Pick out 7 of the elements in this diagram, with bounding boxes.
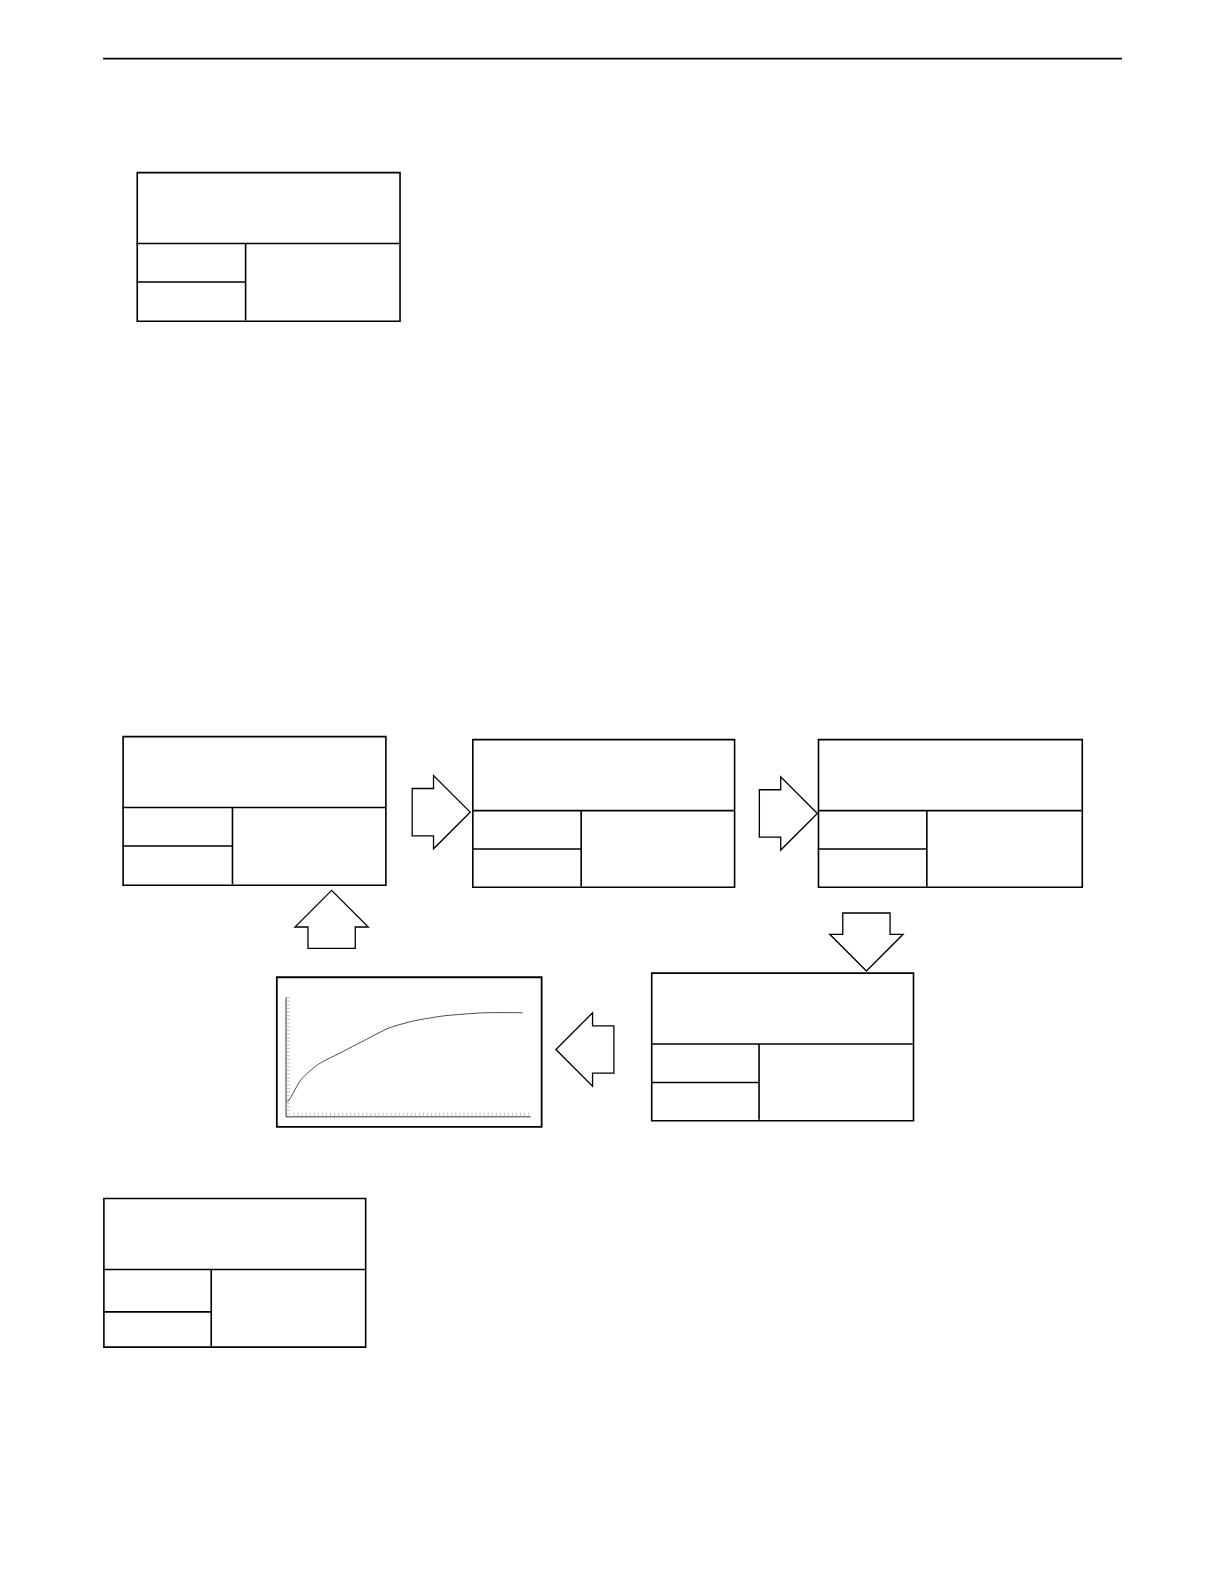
form-box xyxy=(471,738,736,888)
form-box xyxy=(102,1197,367,1348)
form-box xyxy=(816,738,1084,888)
form-box xyxy=(121,735,387,886)
form-box xyxy=(135,171,401,322)
line-chart-drawing xyxy=(275,976,543,1128)
form-box xyxy=(650,972,915,1122)
